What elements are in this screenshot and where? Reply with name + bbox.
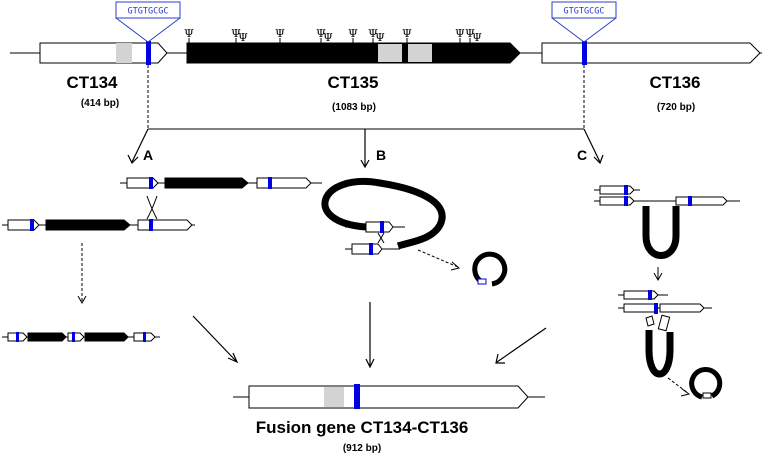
route-b-panel xyxy=(321,178,508,287)
route-a-tandem-fusion xyxy=(67,332,85,342)
motif-pointer-left-b xyxy=(147,17,181,43)
psi-marker: Ψ xyxy=(465,27,475,40)
route-b-ct134 xyxy=(365,221,394,233)
route-b-ct136 xyxy=(351,243,383,255)
ct136-size: (720 bp) xyxy=(657,102,695,113)
route-c-hairpin-2 xyxy=(645,330,674,378)
gene-ct135 xyxy=(186,42,521,64)
fusion-grey-region xyxy=(324,387,344,407)
psi-marker: Ψ xyxy=(184,27,194,40)
motif-label-left: GTGTGCGC xyxy=(128,7,169,17)
route-a-bot-ct134 xyxy=(7,219,40,231)
ct134-label: CT134 xyxy=(66,73,118,92)
ct135-size: (1083 bp) xyxy=(332,102,376,113)
fusion-gene-arrow xyxy=(248,385,529,409)
route-c-hairpin-1 xyxy=(642,206,680,259)
psi-marker-secondary: Ψ xyxy=(323,31,333,44)
route-c-lower-ct136 xyxy=(659,303,705,313)
psi-marker: Ψ xyxy=(348,27,358,40)
ct135-grey-region-2 xyxy=(408,44,432,62)
route-c-mid-ct134 xyxy=(599,196,635,206)
ct136-label: CT136 xyxy=(649,73,700,92)
ct136-motif-site xyxy=(582,41,587,65)
gene-ct136 xyxy=(541,41,761,65)
route-a-bot-ct136 xyxy=(137,219,193,231)
psi-marker: Ψ xyxy=(275,27,285,40)
route-label-c: C xyxy=(577,147,587,163)
motif-pointer-right-a xyxy=(551,17,585,43)
fusion-size: (912 bp) xyxy=(343,443,381,454)
route-c-lower-ct134-1 xyxy=(623,290,659,300)
converge-arrow-middle xyxy=(365,302,375,369)
route-c-panel xyxy=(594,185,740,400)
route-b-loop xyxy=(321,178,446,250)
ct135-grey-region-1 xyxy=(378,44,402,62)
ct136-arrow xyxy=(541,42,761,64)
ct134-size: (414 bp) xyxy=(81,98,119,109)
route-a-top-ct136 xyxy=(256,177,312,189)
route-c-flap-left xyxy=(645,315,655,327)
route-a-top-ct134 xyxy=(126,177,159,189)
route-c-ct136 xyxy=(675,196,728,206)
motif-label-right: GTGTGCGC xyxy=(564,7,605,17)
psi-marker: Ψ xyxy=(455,27,465,40)
route-c-flap-right xyxy=(657,314,671,332)
fusion-gene xyxy=(233,384,545,409)
psi-marker-secondary: Ψ xyxy=(238,31,248,44)
motif-callout-left: GTGTGCGC xyxy=(115,1,181,43)
motif-box-left xyxy=(115,1,181,19)
route-label-b: B xyxy=(376,147,386,163)
gene-ct134 xyxy=(39,41,168,65)
route-c-top-ct134 xyxy=(599,185,635,195)
ct134-grey-region xyxy=(116,43,132,63)
psi-marker: Ψ xyxy=(402,27,412,40)
route-a-tandem-ct135-2 xyxy=(84,332,129,342)
psi-marker-secondary: Ψ xyxy=(375,31,385,44)
converge-arrow-left xyxy=(192,315,239,364)
route-arrow-c xyxy=(583,128,604,165)
ct134-motif-site xyxy=(146,41,151,65)
motif-callout-right: GTGTGCGC xyxy=(551,1,617,43)
route-a-bot-ct135 xyxy=(45,219,131,231)
route-b-crossover xyxy=(377,232,385,244)
psi-marker: Ψ xyxy=(231,27,241,40)
psi-marker: Ψ xyxy=(368,27,378,40)
psi-marker-secondary: Ψ xyxy=(472,31,482,44)
ct135-label: CT135 xyxy=(327,73,378,92)
motif-pointer-right-b xyxy=(583,17,617,43)
route-a-top-ct135 xyxy=(164,177,249,189)
fusion-motif-site xyxy=(354,384,360,409)
route-arrow-a xyxy=(127,128,149,165)
fusion-title: Fusion gene CT134-CT136 xyxy=(256,418,469,437)
route-a-tandem-ct135-1 xyxy=(27,332,67,342)
motif-pointer-left-a xyxy=(115,17,149,43)
psi-marker: Ψ xyxy=(316,27,326,40)
motif-box-right xyxy=(551,1,617,19)
route-b-excised-circle xyxy=(472,251,508,287)
route-c-lower-ct134-2 xyxy=(623,303,659,313)
route-c-excised-circle xyxy=(689,367,723,400)
ct134-arrow xyxy=(39,42,168,64)
ct135-arrow xyxy=(186,42,521,64)
converge-arrow-right xyxy=(495,327,547,364)
route-label-a: A xyxy=(143,147,153,163)
route-arrow-b xyxy=(360,129,370,169)
route-a-panel xyxy=(2,177,322,342)
route-a-crossover xyxy=(146,195,158,220)
